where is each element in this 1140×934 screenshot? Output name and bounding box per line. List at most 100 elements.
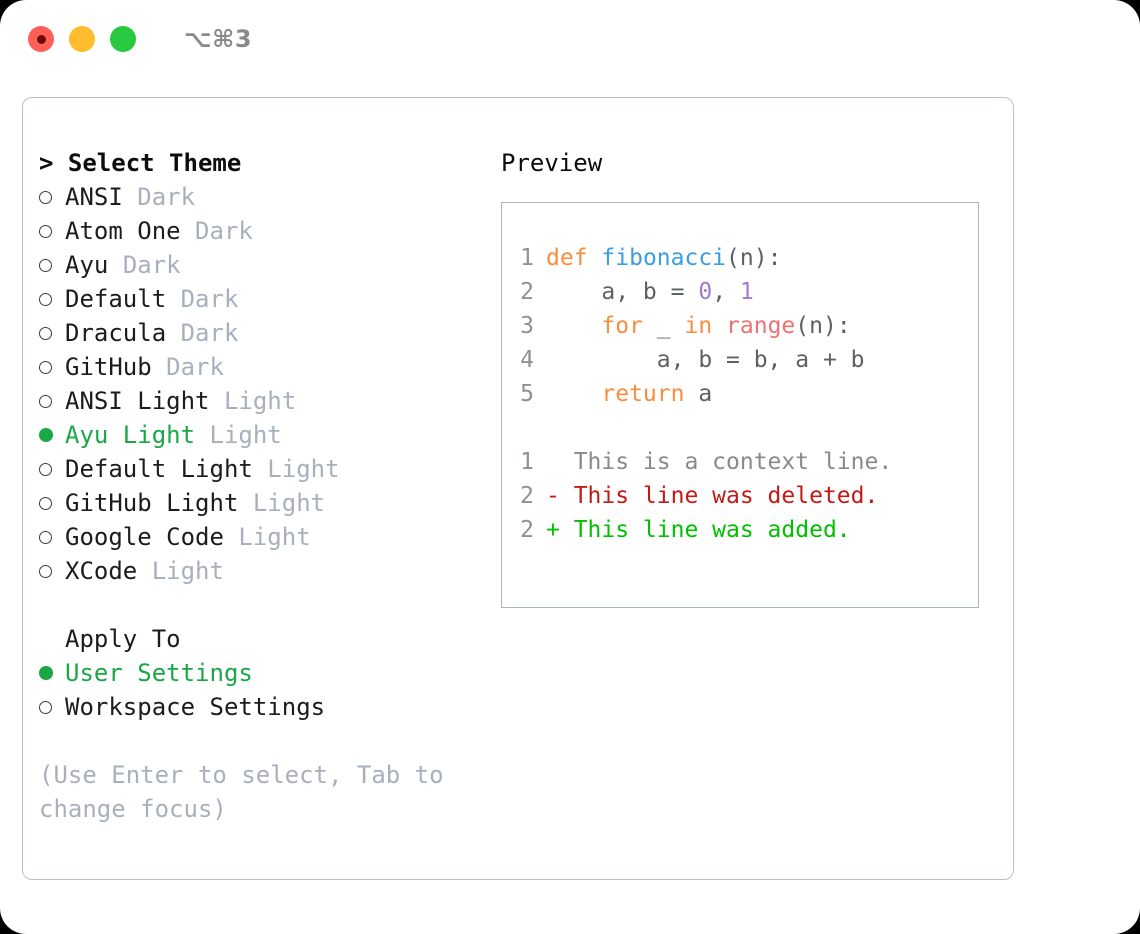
theme-list-item[interactable]: Default Light Light bbox=[39, 452, 501, 486]
theme-category: Light bbox=[209, 421, 282, 449]
line-number: 1 bbox=[520, 245, 534, 271]
radio-unselected-icon bbox=[39, 462, 52, 476]
radio-marker bbox=[39, 248, 65, 282]
apply-to-item[interactable]: User Settings bbox=[39, 656, 501, 690]
theme-name: XCode bbox=[65, 557, 138, 585]
radio-unselected-icon bbox=[39, 190, 52, 204]
theme-list-item[interactable]: ANSI Dark bbox=[39, 180, 501, 214]
close-button[interactable] bbox=[28, 26, 54, 52]
title-bar: ⌥⌘3 bbox=[0, 0, 1140, 78]
code-token: a, b = bbox=[546, 279, 699, 305]
code-token bbox=[588, 245, 602, 271]
line-number: 2 bbox=[520, 279, 534, 305]
radio-marker bbox=[39, 214, 65, 248]
theme-list-item[interactable]: Ayu Light Light bbox=[39, 418, 501, 452]
theme-name: Ayu Light bbox=[65, 421, 196, 449]
theme-separator bbox=[166, 316, 180, 350]
apply-to-header-marker bbox=[39, 622, 65, 656]
radio-selected-icon bbox=[39, 428, 53, 442]
theme-separator bbox=[195, 418, 209, 452]
line-number: 2 bbox=[520, 483, 534, 509]
code-token: for bbox=[601, 313, 643, 339]
code-diff-spacer bbox=[502, 411, 978, 445]
theme-list-item[interactable]: ANSI Light Light bbox=[39, 384, 501, 418]
theme-list-item[interactable]: GitHub Light Light bbox=[39, 486, 501, 520]
apply-to-header-label: Apply To bbox=[65, 625, 181, 653]
code-token: fibonacci bbox=[601, 245, 727, 271]
theme-separator bbox=[166, 282, 180, 316]
radio-marker bbox=[39, 520, 65, 554]
diff-line-text: - This line was deleted. bbox=[546, 483, 879, 509]
radio-marker bbox=[39, 554, 65, 588]
close-icon bbox=[36, 34, 46, 44]
radio-unselected-icon bbox=[39, 564, 52, 578]
theme-list-item[interactable]: GitHub Dark bbox=[39, 350, 501, 384]
code-line-text: for _ in range(n): bbox=[546, 309, 851, 343]
theme-category: Dark bbox=[180, 319, 239, 347]
radio-marker bbox=[39, 690, 65, 724]
code-token bbox=[546, 381, 601, 407]
code-token: a, b = b, a + b bbox=[546, 347, 865, 373]
radio-marker bbox=[39, 350, 65, 384]
preview-title: Preview bbox=[501, 149, 603, 177]
code-line: 1 def fibonacci(n): bbox=[502, 241, 978, 275]
diff-line-added: 2+ This line was added. bbox=[502, 513, 978, 547]
code-line-text: def fibonacci(n): bbox=[546, 241, 781, 275]
theme-list-item[interactable]: Ayu Dark bbox=[39, 248, 501, 282]
code-token: , bbox=[712, 279, 740, 305]
keyboard-hint: (Use Enter to select, Tab to change focu… bbox=[39, 761, 444, 823]
line-number: 1 bbox=[520, 449, 534, 475]
code-line: 5 return a bbox=[502, 377, 978, 411]
code-line: 2 a, b = 0, 1 bbox=[502, 275, 978, 309]
apply-to-label: Workspace Settings bbox=[65, 693, 326, 721]
theme-list-item[interactable]: Google Code Light bbox=[39, 520, 501, 554]
radio-unselected-icon bbox=[39, 326, 52, 340]
theme-separator bbox=[238, 486, 252, 520]
apply-to-item[interactable]: Workspace Settings bbox=[39, 690, 501, 724]
theme-name: Default Light bbox=[65, 455, 253, 483]
theme-list-item[interactable]: Default Dark bbox=[39, 282, 501, 316]
radio-marker bbox=[39, 282, 65, 316]
theme-name: Default bbox=[65, 285, 167, 313]
theme-list-item[interactable]: Dracula Dark bbox=[39, 316, 501, 350]
minimize-button[interactable] bbox=[69, 26, 95, 52]
radio-marker bbox=[39, 316, 65, 350]
code-line: 3 for _ in range(n): bbox=[502, 309, 978, 343]
theme-name: Dracula bbox=[65, 319, 167, 347]
radio-unselected-icon bbox=[39, 530, 52, 544]
radio-unselected-icon bbox=[39, 394, 52, 408]
theme-separator bbox=[123, 180, 137, 214]
maximize-button[interactable] bbox=[110, 26, 136, 52]
radio-marker bbox=[39, 384, 65, 418]
theme-separator bbox=[137, 554, 151, 588]
code-token: def bbox=[546, 245, 588, 271]
line-number: 4 bbox=[520, 347, 534, 373]
theme-category: Dark bbox=[166, 353, 224, 381]
theme-name: Ayu bbox=[65, 251, 109, 279]
code-token: (n): bbox=[795, 313, 851, 339]
theme-category: Dark bbox=[180, 285, 239, 313]
theme-category: Light bbox=[267, 455, 340, 483]
theme-name: GitHub bbox=[65, 353, 152, 381]
apply-to-header-row: Apply To bbox=[39, 622, 501, 656]
theme-name: Atom One bbox=[65, 217, 181, 245]
diff-line-context: 1 This is a context line. bbox=[502, 445, 978, 479]
theme-category: Light bbox=[238, 523, 311, 551]
radio-unselected-icon bbox=[39, 258, 52, 272]
theme-list-item[interactable]: XCode Light bbox=[39, 554, 501, 588]
select-theme-header: > Select Theme bbox=[39, 149, 242, 177]
line-number: 3 bbox=[520, 313, 534, 339]
code-line-text: a, b = b, a + b bbox=[546, 343, 865, 377]
radio-unselected-icon bbox=[39, 292, 52, 306]
theme-separator bbox=[210, 384, 224, 418]
theme-list-item[interactable]: Atom One Dark bbox=[39, 214, 501, 248]
theme-category: Light bbox=[223, 387, 297, 415]
theme-separator bbox=[108, 248, 122, 282]
theme-name: ANSI Light bbox=[65, 387, 210, 415]
